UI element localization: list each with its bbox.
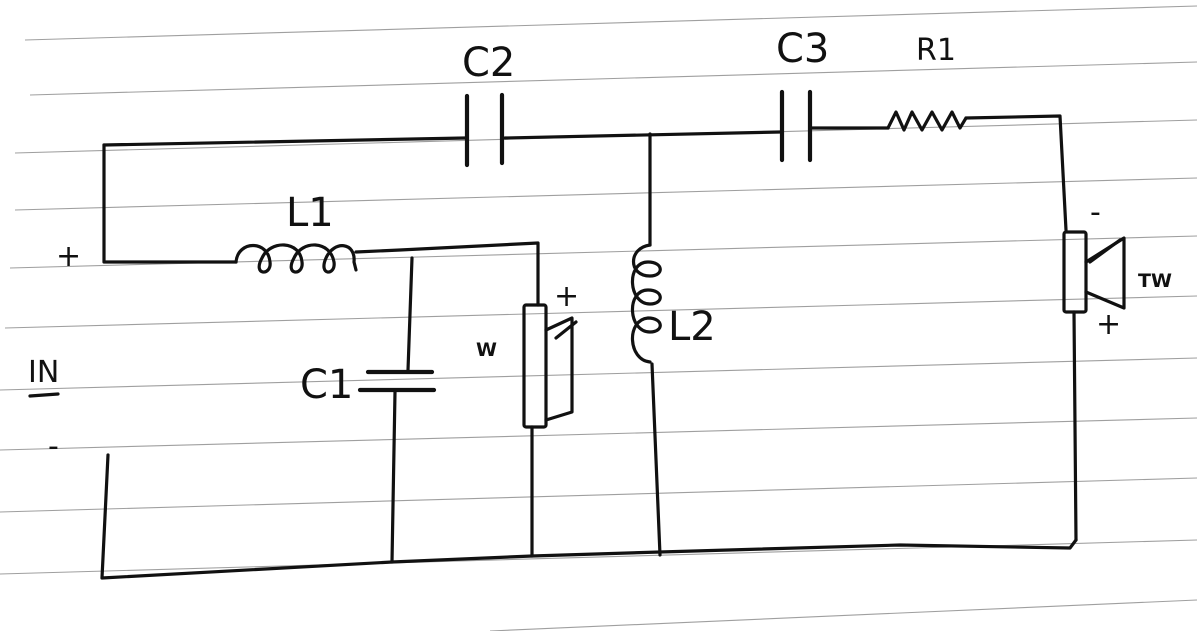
wire-l1-to-woofer [354, 241, 540, 307]
capacitor-c3 [779, 89, 813, 163]
input-underline [28, 392, 60, 398]
capacitor-c2 [464, 92, 505, 168]
wire-r1-to-tweeter [964, 114, 1068, 232]
label-l1: L1 [286, 190, 334, 236]
label-c3: C3 [776, 26, 829, 72]
wire-top-to-c2 [102, 136, 467, 147]
wire-l2-bottom [650, 362, 662, 557]
wire-c1-bottom [390, 390, 397, 564]
label-tweeter-plus: + [1096, 307, 1121, 342]
label-input: IN [28, 355, 59, 390]
label-input-plus: + [56, 239, 81, 274]
woofer-speaker [522, 303, 578, 429]
label-input-minus: - [48, 429, 59, 464]
wire-tweeter-bottom [1072, 310, 1078, 542]
inductor-l1 [234, 243, 358, 274]
label-r1: R1 [916, 33, 956, 68]
wire-c1-top [406, 256, 414, 372]
resistor-r1 [886, 110, 968, 132]
label-woofer-plus: + [554, 279, 579, 314]
wire-c2-to-c3 [503, 130, 782, 140]
label-c2: C2 [462, 40, 515, 86]
label-tweeter: TW [1138, 270, 1172, 292]
label-tweeter-minus: - [1090, 195, 1101, 230]
wire-top-left [102, 143, 238, 264]
label-l2: L2 [668, 304, 716, 350]
label-c1: C1 [300, 362, 353, 408]
wire-ground [100, 453, 1078, 580]
tweeter-speaker [1062, 230, 1126, 314]
notebook-lines [0, 5, 1197, 631]
inductor-l2 [630, 243, 662, 364]
label-woofer: W [476, 339, 497, 361]
capacitor-c1 [357, 369, 437, 393]
